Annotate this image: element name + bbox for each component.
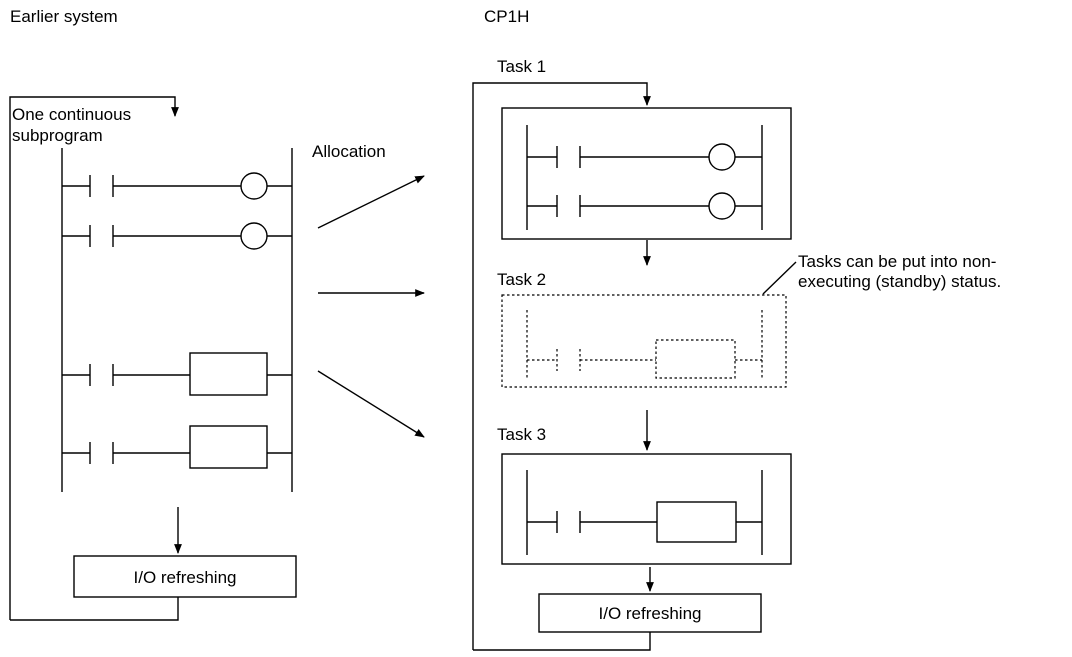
- rung-box-2: [62, 425, 292, 469]
- program-label-line1: One continuous: [12, 105, 131, 124]
- allocation-arrow-1: [317, 175, 425, 229]
- left-io-refresh-label: I/O refreshing: [134, 568, 237, 587]
- right-title: CP1H: [484, 7, 529, 26]
- left-title: Earlier system: [10, 7, 118, 26]
- allocation-arrow-3: [317, 370, 425, 438]
- standby-note-line1: Tasks can be put into non-: [798, 252, 996, 271]
- rung-coil-2: [62, 222, 292, 250]
- task-1-box: [501, 107, 792, 240]
- task-1-rung-1: [527, 143, 762, 171]
- standby-note-line2: executing (standby) status.: [798, 272, 1001, 291]
- task-3-rung: [527, 501, 762, 543]
- left-io-refresh-box: [73, 555, 297, 598]
- earlier-system-program: One continuous subprogram: [9, 96, 297, 621]
- task-1-rung-2: [527, 192, 762, 220]
- rung-box-1: [62, 352, 292, 396]
- task-3-label: Task 3: [497, 425, 546, 444]
- right-io-refresh-label: I/O refreshing: [599, 604, 702, 623]
- task-1-label: Task 1: [497, 57, 546, 76]
- task-3-box: [501, 453, 792, 565]
- cp1h-program: Task 1 Task 2: [472, 57, 1001, 651]
- program-label-line2: subprogram: [12, 126, 103, 145]
- task-2-rung: [527, 339, 762, 379]
- right-io-refresh-box: [538, 593, 762, 633]
- allocation-label: Allocation: [312, 142, 386, 161]
- standby-leader-line: [762, 261, 797, 295]
- task-2-box: [501, 294, 787, 388]
- rung-coil-1: [62, 172, 292, 200]
- task-2-label: Task 2: [497, 270, 546, 289]
